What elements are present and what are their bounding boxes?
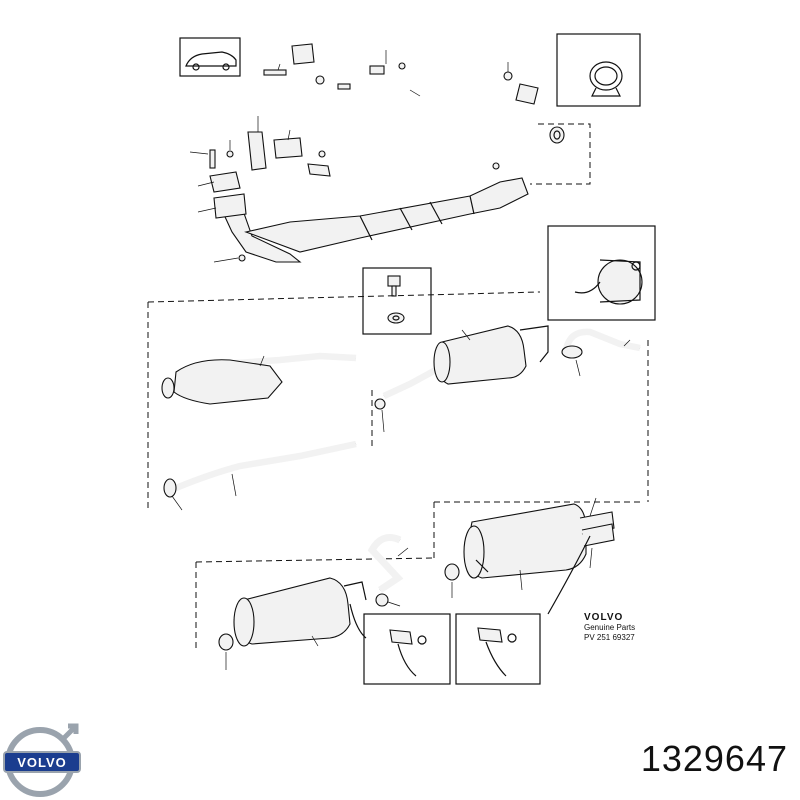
front-pipe-10 [291, 35, 539, 112]
genuine-parts-brand: VOLVO [584, 612, 623, 623]
rear-muffler-20 [233, 577, 389, 647]
leader-lines [171, 50, 631, 670]
inset-box-hanger-left [363, 613, 451, 685]
genuine-parts-label: Genuine Parts [584, 623, 635, 632]
center-muffler-18 [374, 325, 549, 410]
genuine-parts-block: VOLVO Genuine Parts PV 251 69327 [584, 612, 635, 642]
inset-box-clamp [556, 33, 641, 107]
hanger-right-part [477, 627, 517, 677]
small-hardware-top [263, 62, 513, 90]
dashed-link-rear [195, 501, 640, 650]
clamp-24 [218, 633, 234, 651]
car-thumbnail [179, 37, 241, 77]
drain-plug-part [387, 275, 405, 324]
intermediate-pipe-17 [161, 352, 357, 405]
catalytic-converter-1 [209, 131, 529, 263]
intermediate-pipe-17a [163, 440, 357, 498]
rear-muffler-26a [463, 503, 615, 579]
volvo-logo-text: VOLVO [17, 755, 67, 770]
tailpipe-19 [561, 328, 641, 359]
inset-box-drain-plug [362, 267, 432, 335]
inset-box-hanger-right [455, 613, 541, 685]
inset-box-muffler-mount [547, 225, 656, 321]
rear-muffler-mount-part [574, 259, 643, 305]
part-number: 1329647 [640, 738, 788, 779]
clamp-27-part [589, 61, 623, 97]
dashed-link-middle [147, 291, 649, 512]
pipe-21 [367, 534, 404, 593]
clamp-26 [444, 563, 460, 581]
hanger-line-right [547, 535, 591, 615]
gasket-15 [549, 126, 565, 144]
hanger-line-left [349, 603, 367, 639]
dashed-link-front [530, 123, 591, 185]
volvo-logo: VOLVO [3, 723, 81, 797]
genuine-parts-code: PV 251 69327 [584, 633, 635, 642]
hanger-left-part [389, 629, 427, 677]
